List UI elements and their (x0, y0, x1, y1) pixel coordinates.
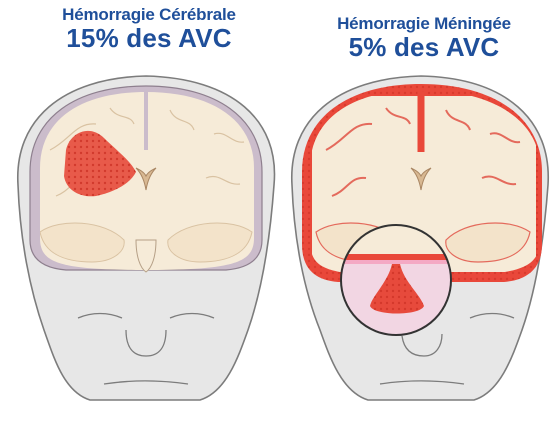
right-head (292, 76, 548, 400)
left-head (18, 76, 275, 400)
